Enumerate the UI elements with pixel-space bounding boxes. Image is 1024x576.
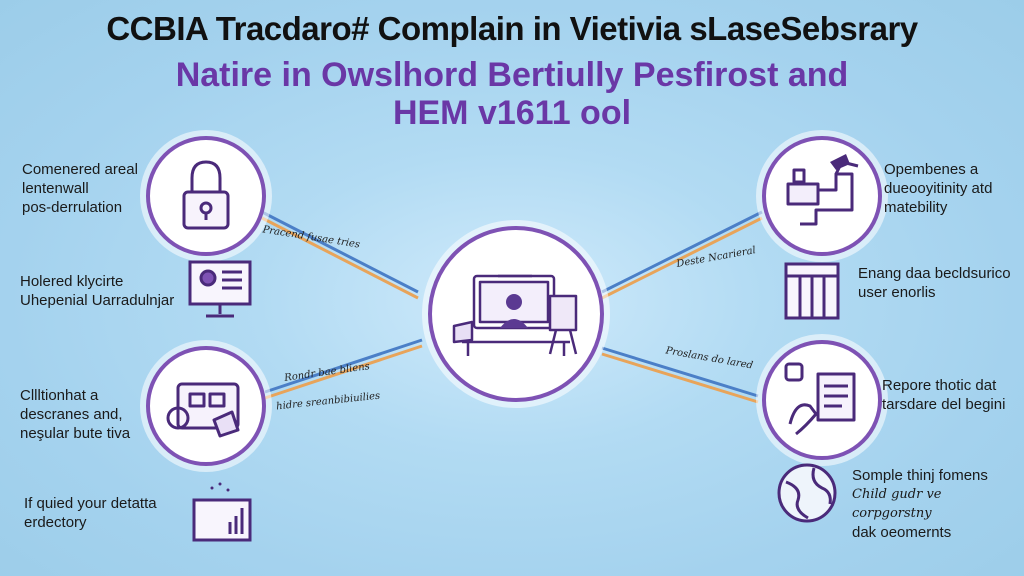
text-line: Uhepenial Uarradulnjar <box>20 292 175 309</box>
text-line: tarsdare del begini <box>882 396 1006 413</box>
text-line: erdectory <box>24 514 87 531</box>
left-label-3: Cllltionhat a descranes and, neşular but… <box>20 386 150 443</box>
text-line: Child gudr ve corpgorstny <box>852 487 942 521</box>
text-line: If quied your detatta <box>24 495 157 512</box>
subtitle-line-2: HEM v1611 ool <box>392 94 632 132</box>
left-label-1: Comenered areal lentenwall pos-derrulati… <box>22 160 162 217</box>
monitor-profile-icon <box>186 258 258 324</box>
text-line: matebility <box>884 199 948 216</box>
circle-bottom-left <box>146 346 266 466</box>
left-label-2: Holered klycirte Uhepenial Uarradulnjar <box>20 272 190 310</box>
text-line: Somple thinj fomens <box>852 467 988 484</box>
text-line: user enorlis <box>858 284 936 301</box>
globe-sketch-icon <box>774 460 840 526</box>
circle-bottom-right <box>762 340 882 460</box>
documents-tablet-icon <box>166 382 240 438</box>
left-label-4: If quied your detatta erdectory <box>24 494 194 532</box>
desk-workstation-icon <box>452 274 578 356</box>
subtitle-line-1: Natire in Owslhord Bertiully Pesfirost a… <box>175 56 849 94</box>
text-line: Enang daa becldsurico <box>858 265 1011 282</box>
text-line: neşular bute tiva <box>20 425 131 442</box>
connector-bottom-right <box>601 346 759 404</box>
text-line: Repore thotic dat <box>882 377 997 394</box>
text-line: pos-derrulation <box>22 199 123 216</box>
building-storage-icon <box>782 258 844 324</box>
circle-top-right <box>762 136 882 256</box>
connector-bottom-left <box>264 338 423 400</box>
text-line: descranes and, <box>20 406 123 423</box>
folder-chart-icon <box>190 478 256 544</box>
right-label-4: Somple thinj fomens Child gudr ve corpgo… <box>852 466 1018 542</box>
right-label-2: Enang daa becldsurico user enorlis <box>858 264 1018 302</box>
text-line: dueooyitinity atd <box>884 180 993 197</box>
right-label-1: Opembenes a dueooyitinity atd matebility <box>884 160 1014 217</box>
main-title: CCBIA Tracdaro# Complain in Vietivia sLa… <box>106 10 918 47</box>
center-hub <box>428 226 604 402</box>
text-line: Holered klycirte <box>20 273 124 290</box>
text-line: Cllltionhat a <box>20 387 99 404</box>
connector-top-left <box>261 210 419 300</box>
document-hand-icon <box>784 362 856 436</box>
text-line: Comenered areal <box>22 161 138 178</box>
right-label-3: Repore thotic dat tarsdare del begini <box>882 376 1018 414</box>
text-line: Opembenes a <box>884 161 979 178</box>
padlock-icon <box>182 160 230 230</box>
circle-top-left <box>146 136 266 256</box>
connector-top-right <box>601 210 763 300</box>
text-line: lentenwall <box>22 180 89 197</box>
machine-stamp-icon <box>786 154 859 226</box>
text-line: dak oeomernts <box>852 524 952 541</box>
